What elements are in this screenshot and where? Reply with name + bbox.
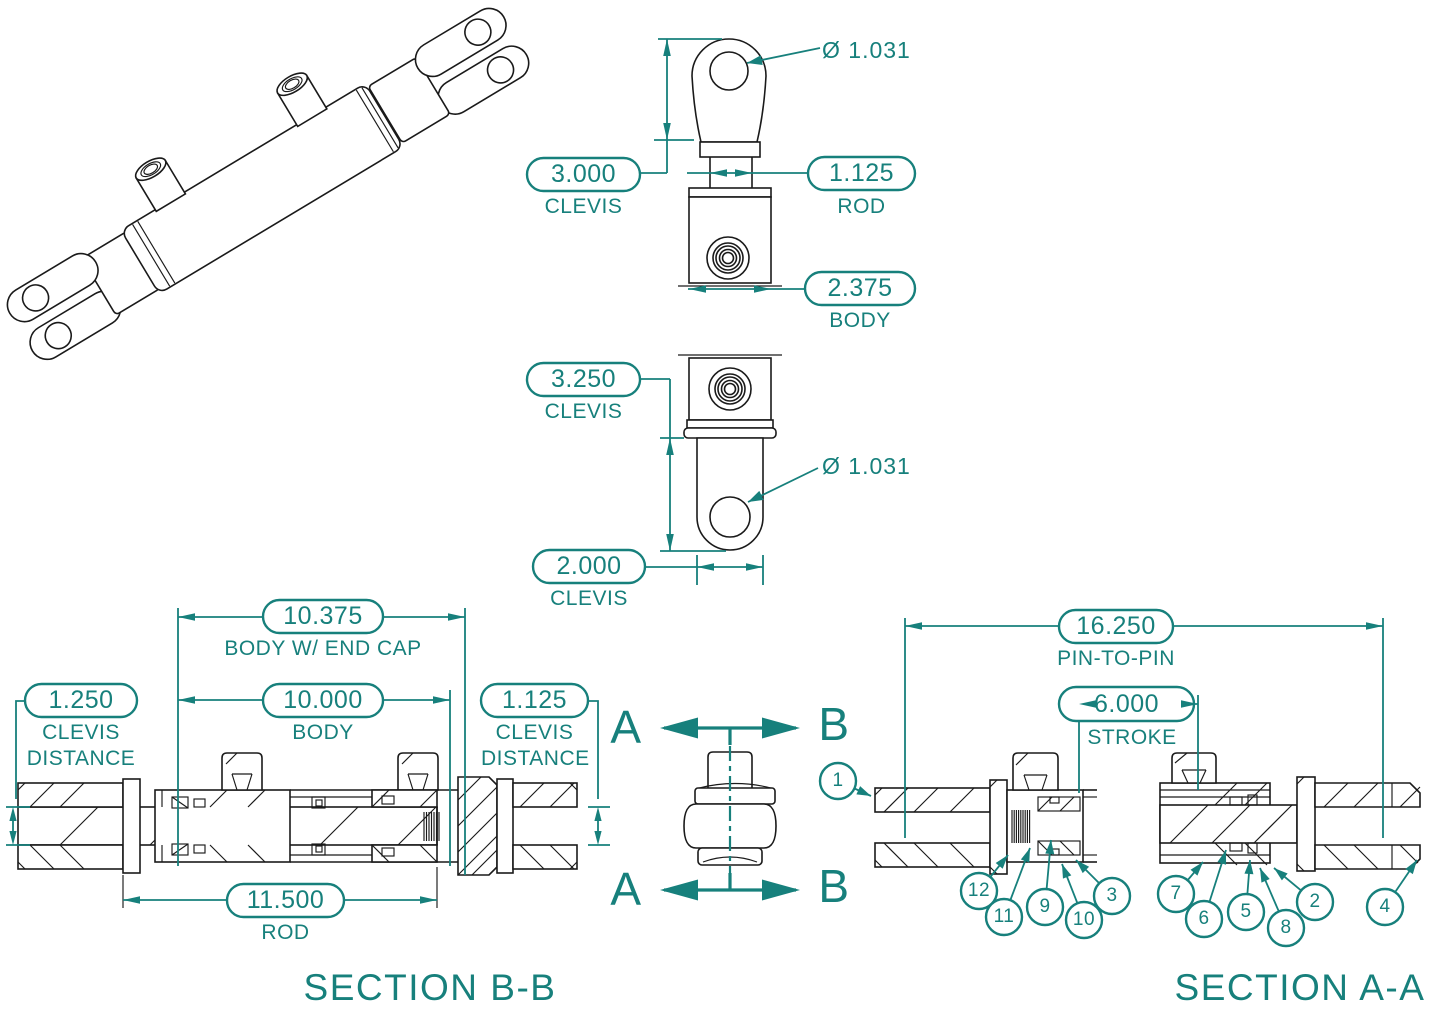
balloon-9: 9 <box>1039 896 1051 917</box>
cutting-plane-letter-a-top: A <box>610 701 642 753</box>
dim-pin-diameter-top: Ø 1.031 <box>822 37 911 63</box>
iso-port-rod-end <box>276 72 328 128</box>
balloon-10: 10 <box>1072 909 1096 930</box>
dim-label-rod: ROD <box>837 195 886 218</box>
dim-value-body-end-cap: 10.375 <box>283 602 363 630</box>
dim-value-body-2375: 2.375 <box>827 274 893 302</box>
dim-label-clevis-2000: CLEVIS <box>550 587 628 610</box>
section-bb-title: SECTION B-B <box>303 967 557 1008</box>
dim-value-clevis-3000: 3.000 <box>550 160 617 188</box>
rod-end-view-dims <box>525 38 917 307</box>
dim-value-body-10000: 10.000 <box>283 686 363 714</box>
balloon-7: 7 <box>1170 883 1182 904</box>
cutting-plane-letter-a-bottom: A <box>610 863 642 915</box>
balloon-1: 1 <box>832 770 844 791</box>
dim-label-clevis-distance-right-1: CLEVIS <box>495 721 574 744</box>
dim-label-body-10000: BODY <box>292 721 354 744</box>
dim-label-body-end-cap: BODY W/ END CAP <box>224 637 422 660</box>
balloon-11: 11 <box>993 906 1015 927</box>
balloon-2: 2 <box>1309 891 1321 912</box>
dim-label-pin-to-pin: PIN-TO-PIN <box>1057 647 1175 670</box>
dim-value-clevis-2000: 2.000 <box>556 552 622 580</box>
dim-value-rod-1125: 1.125 <box>828 159 895 187</box>
cutting-plane-letter-b-bottom: B <box>818 860 850 912</box>
dim-value-pin-to-pin: 16.250 <box>1076 612 1156 640</box>
dim-label-clevis: CLEVIS <box>544 195 623 218</box>
cutting-plane-view <box>660 717 800 901</box>
dim-label-clevis-distance-left-1: CLEVIS <box>42 721 120 744</box>
dim-label-stroke: STROKE <box>1087 726 1177 749</box>
dim-value-clevis-distance-left: 1.250 <box>48 686 114 714</box>
cap-end-view-dims <box>525 361 819 585</box>
balloon-8: 8 <box>1280 917 1292 938</box>
rod-end-view-part <box>678 38 782 287</box>
balloon-3: 3 <box>1106 885 1118 906</box>
balloon-circles <box>818 761 1405 948</box>
section-aa-title: SECTION A-A <box>1174 967 1426 1008</box>
dim-value-stroke: 6.000 <box>1093 690 1160 718</box>
balloon-5: 5 <box>1240 901 1252 922</box>
balloon-6: 6 <box>1198 908 1210 929</box>
section-aa-dims <box>818 608 1418 948</box>
isometric-view <box>6 7 530 361</box>
dim-label-clevis-distance-left-2: DISTANCE <box>26 747 136 770</box>
cutting-plane-letter-b-top: B <box>818 698 850 750</box>
dim-value-clevis-3250: 3.250 <box>550 365 617 393</box>
section-bb-dims <box>6 598 610 919</box>
section-aa-part <box>874 752 1421 875</box>
iso-port-cap-end <box>134 157 187 213</box>
dim-pin-diameter-mid: Ø 1.031 <box>822 453 911 479</box>
dim-label-clevis-distance-right-2: DISTANCE <box>481 747 590 770</box>
dim-value-clevis-distance-right: 1.125 <box>501 686 568 714</box>
dim-label-clevis-3250: CLEVIS <box>544 400 623 423</box>
balloon-4: 4 <box>1379 896 1391 917</box>
dim-value-rod-11500: 11.500 <box>246 886 325 914</box>
balloon-12: 12 <box>967 880 991 901</box>
cap-end-view-part <box>678 354 782 551</box>
dim-label-body: BODY <box>829 309 891 332</box>
dim-label-rod-11500: ROD <box>261 921 310 944</box>
